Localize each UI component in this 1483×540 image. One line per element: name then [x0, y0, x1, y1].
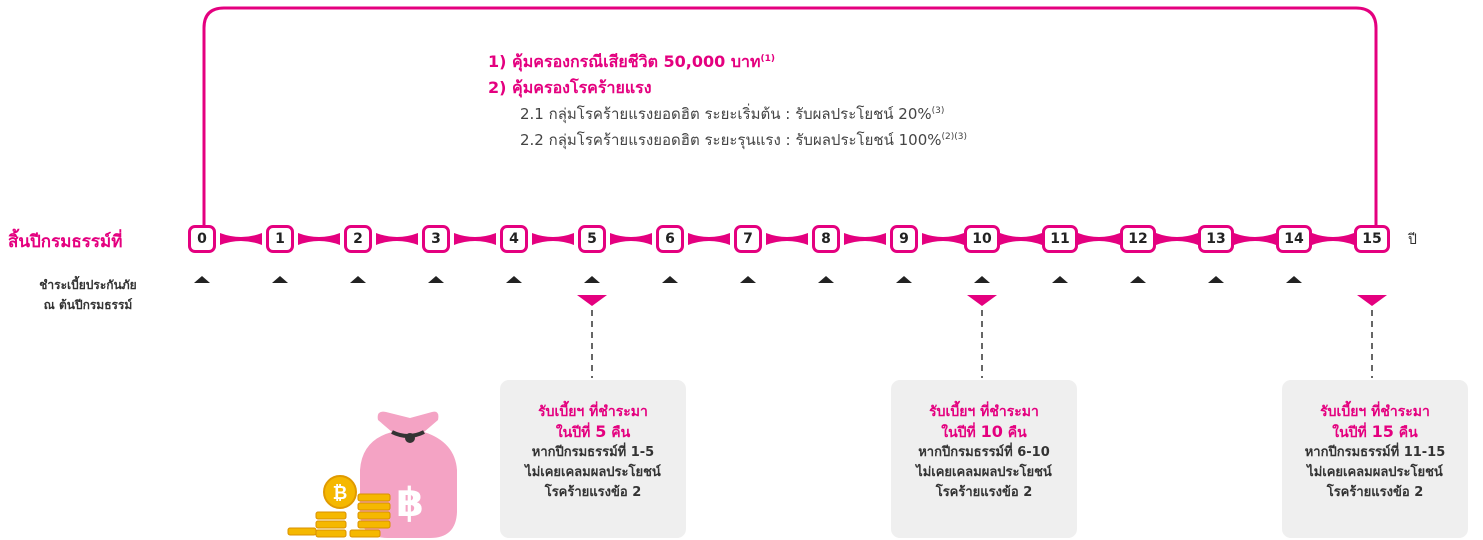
chain-link — [376, 233, 418, 245]
year-node: 5 — [578, 225, 606, 253]
refund-markers — [577, 295, 1387, 378]
coverage-item-1: 1) คุ้มครองกรณีเสียชีวิต 50,000 บาท(1) — [488, 52, 776, 71]
chain-link — [454, 233, 496, 245]
chain-link — [1078, 233, 1120, 245]
chain-link — [1156, 233, 1198, 245]
chain-link — [1312, 233, 1354, 245]
year-node: 15 — [1354, 225, 1390, 253]
footnote-ref: (1) — [760, 54, 776, 64]
chain-link — [844, 233, 886, 245]
premium-arrow — [1286, 276, 1302, 283]
chain-link — [298, 233, 340, 245]
year-node: 2 — [344, 225, 372, 253]
year-node: 10 — [964, 225, 1000, 253]
chain-link — [1000, 233, 1042, 245]
year-node: 14 — [1276, 225, 1312, 253]
footnote-ref: (2)(3) — [941, 132, 968, 142]
coin-stack-icon — [287, 493, 391, 538]
year-node: 6 — [656, 225, 684, 253]
refund-box-year-5: รับเบี้ยฯ ที่ชำระมา ในปีที่ 5 คืน หากปีก… — [500, 380, 686, 538]
year-unit-label: ปี — [1408, 232, 1417, 248]
year-node: 7 — [734, 225, 762, 253]
premium-arrow — [506, 276, 522, 283]
chain-link — [766, 233, 808, 245]
premium-arrow — [584, 276, 600, 283]
premium-arrow — [1052, 276, 1068, 283]
coverage-amount: 50,000 — [663, 52, 726, 71]
refund-box-year-15: รับเบี้ยฯ ที่ชำระมา ในปีที่ 15 คืน หากปี… — [1282, 380, 1468, 538]
coverage-sub-2: 2.2 กลุ่มโรคร้ายแรงยอดฮิต ระยะรุนแรง : ร… — [520, 131, 968, 149]
premium-arrow — [740, 276, 756, 283]
premium-arrow — [1208, 276, 1224, 283]
year-node: 8 — [812, 225, 840, 253]
premium-arrow — [272, 276, 288, 283]
svg-text:₿: ₿ — [333, 483, 348, 504]
premium-arrow — [428, 276, 444, 283]
premium-arrow — [1130, 276, 1146, 283]
refund-marker — [967, 295, 997, 306]
refund-marker — [1357, 295, 1387, 306]
chain-link — [922, 233, 964, 245]
refund-marker — [577, 295, 607, 306]
premium-arrow — [350, 276, 366, 283]
premium-arrow — [662, 276, 678, 283]
chain-link — [610, 233, 652, 245]
year-node: 13 — [1198, 225, 1234, 253]
chain-link — [220, 233, 262, 245]
footnote-ref: (3) — [931, 106, 945, 116]
coverage-sub-1: 2.1 กลุ่มโรคร้ายแรงยอดฮิต ระยะเริ่มต้น :… — [520, 105, 945, 123]
chain-link — [532, 233, 574, 245]
timeline-chain — [220, 233, 1354, 245]
chain-link — [688, 233, 730, 245]
refund-box-year-10: รับเบี้ยฯ ที่ชำระมา ในปีที่ 10 คืน หากปี… — [891, 380, 1077, 538]
premium-arrow — [194, 276, 210, 283]
year-node: 0 — [188, 225, 216, 253]
premium-payment-label: ชำระเบี้ยประกันภัย ณ ต้นปีกรมธรรม์ — [39, 278, 137, 312]
coin-icon: ₿ — [323, 475, 357, 509]
year-node: 1 — [266, 225, 294, 253]
coverage-bracket — [202, 6, 1378, 225]
year-node: 4 — [500, 225, 528, 253]
year-node: 11 — [1042, 225, 1078, 253]
premium-arrows — [194, 276, 1302, 283]
baht-symbol: ฿ — [396, 480, 424, 526]
year-node: 12 — [1120, 225, 1156, 253]
premium-arrow — [818, 276, 834, 283]
coverage-item-2: 2) คุ้มครองโรคร้ายแรง — [488, 78, 652, 97]
coverage-details: 1) คุ้มครองกรณีเสียชีวิต 50,000 บาท(1) 2… — [488, 52, 967, 156]
year-node: 9 — [890, 225, 918, 253]
year-node: 3 — [422, 225, 450, 253]
premium-arrow — [896, 276, 912, 283]
chain-link — [1234, 233, 1276, 245]
policy-year-label: สิ้นปีกรมธรรม์ที่ — [8, 232, 123, 252]
premium-arrow — [974, 276, 990, 283]
